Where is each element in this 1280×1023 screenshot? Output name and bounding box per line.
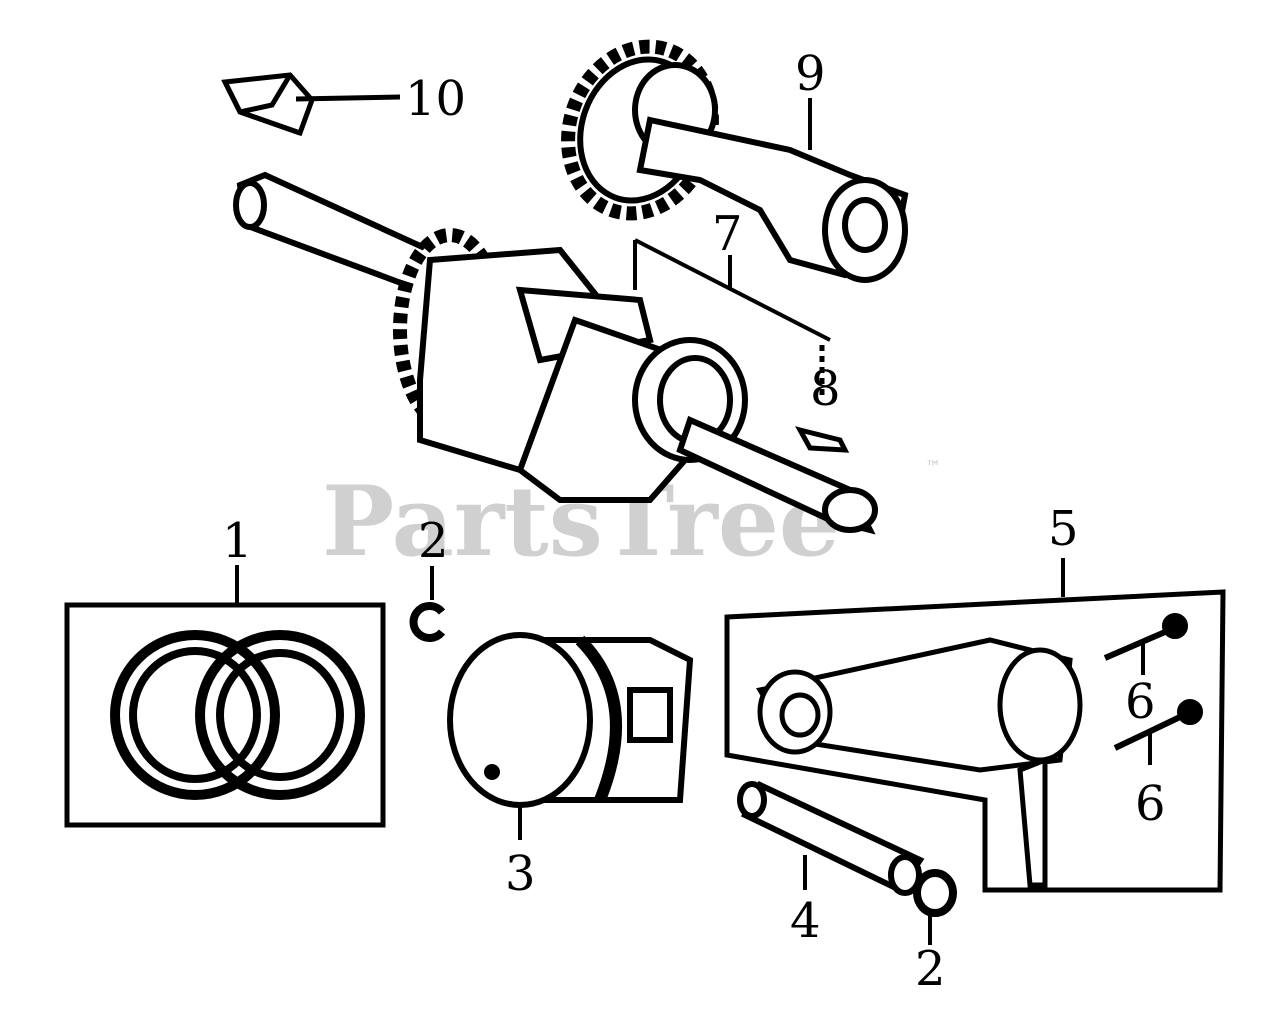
part-6-bolts[interactable] xyxy=(1103,613,1203,765)
callout-2-lower: 2 xyxy=(915,941,946,997)
callout-9: 9 xyxy=(795,46,826,102)
callout-7: 7 xyxy=(712,206,743,262)
part-2-snap-ring-lower[interactable] xyxy=(913,869,957,945)
part-1-piston-rings[interactable] xyxy=(64,565,386,828)
part-7-crankshaft[interactable] xyxy=(233,171,878,535)
part-3-piston[interactable] xyxy=(447,632,694,840)
part-10-key[interactable] xyxy=(221,72,401,137)
watermark-trademark: ™ xyxy=(925,457,941,476)
part-8-key[interactable] xyxy=(795,345,850,453)
callout-4: 4 xyxy=(790,893,821,949)
callout-5: 5 xyxy=(1048,501,1079,557)
callout-1: 1 xyxy=(222,513,253,569)
callout-6-lower: 6 xyxy=(1135,776,1166,832)
part-5-connecting-rod[interactable] xyxy=(724,558,1226,893)
callout-6-upper: 6 xyxy=(1125,674,1156,730)
part-2-circlip-upper[interactable] xyxy=(409,566,446,642)
callout-8: 8 xyxy=(810,361,841,417)
part-4-piston-pin[interactable] xyxy=(737,781,925,896)
part-9-camshaft[interactable] xyxy=(545,26,909,283)
callout-2-upper: 2 xyxy=(418,513,449,569)
callout-10: 10 xyxy=(405,71,466,127)
callout-3: 3 xyxy=(505,846,536,902)
callout-labels: 1 2 2 3 4 5 6 6 7 8 9 10 xyxy=(222,46,1166,997)
